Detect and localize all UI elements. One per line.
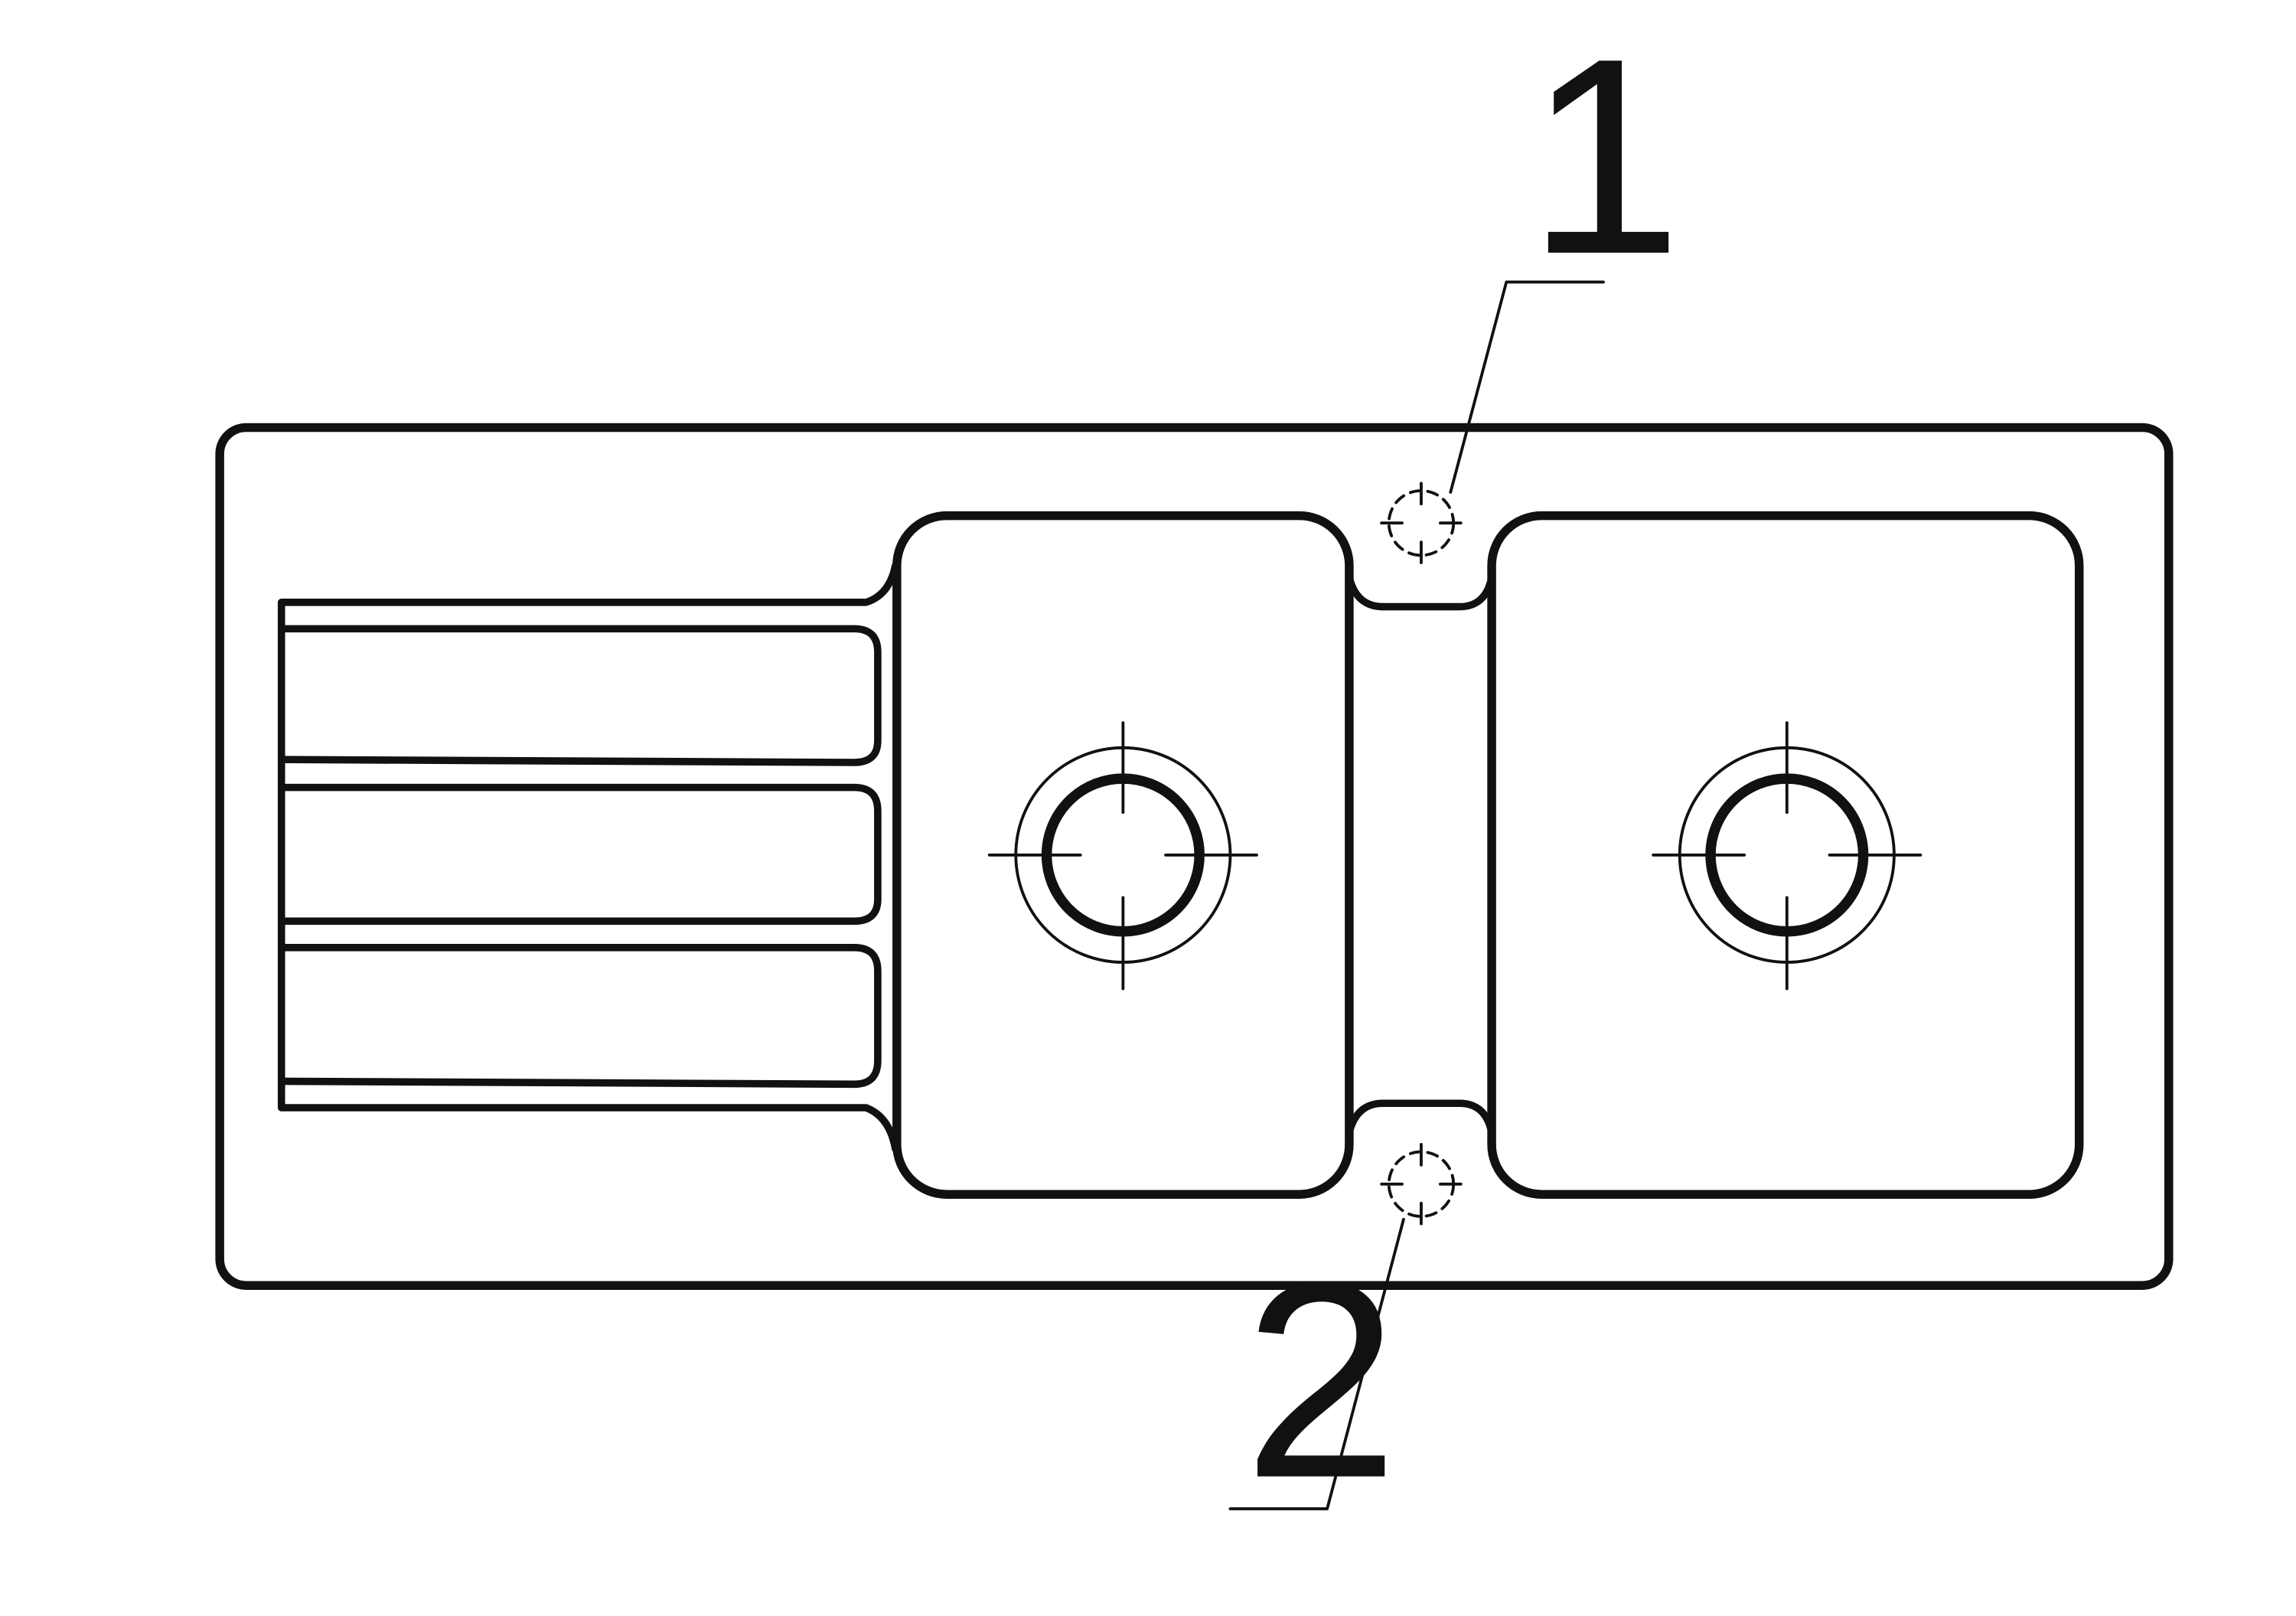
callout-1-label: 1 — [1527, 1, 1682, 312]
drainer-board — [277, 562, 899, 1153]
countertop-outline — [215, 423, 2174, 1290]
drainer-groove-1 — [277, 625, 882, 766]
drainer-groove-3 — [277, 944, 882, 1089]
right-bowl — [1487, 511, 2084, 1199]
right-drain — [1652, 721, 1923, 991]
tap-hole-2-marker — [1380, 1143, 1463, 1226]
tap-hole-1-marker — [1380, 482, 1463, 564]
callout-2-leader — [1228, 1217, 1405, 1510]
drainer-groove-2 — [277, 783, 882, 926]
left-drain — [987, 721, 1258, 991]
callout-1-leader — [1449, 280, 1605, 494]
callout-2-label: 2 — [1244, 1225, 1399, 1536]
bowl-bridge — [1345, 573, 1495, 1137]
left-bowl — [892, 511, 1354, 1199]
drainer-outline — [277, 562, 899, 1153]
